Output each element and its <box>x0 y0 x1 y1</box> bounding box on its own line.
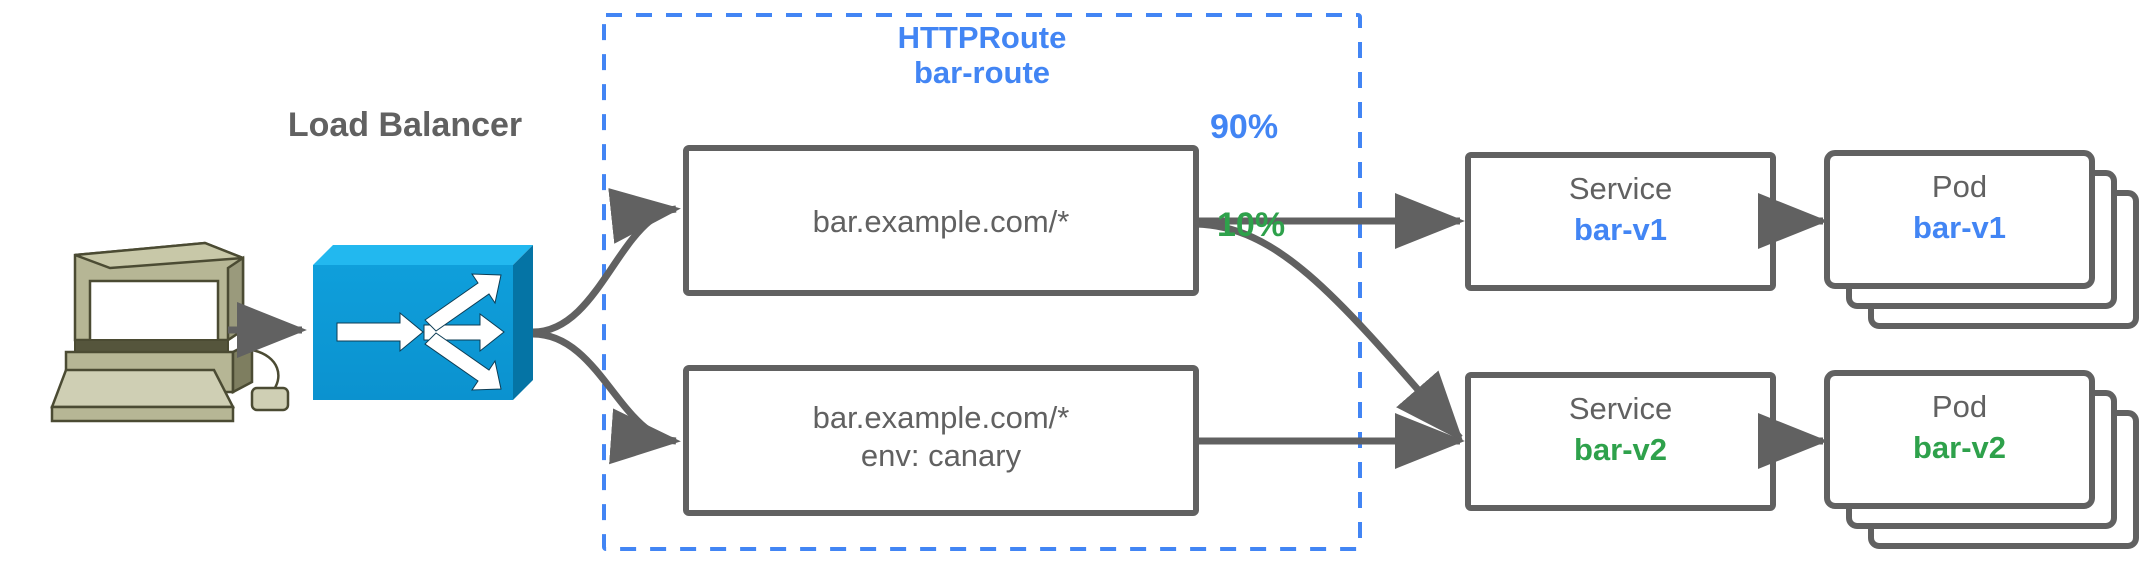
pod-stack-bar-v2 <box>1824 370 2139 549</box>
rule-canary-header-label: env: canary <box>860 438 1022 473</box>
rule-canary-match-label: bar.example.com/* <box>812 400 1070 435</box>
httproute-kind-label: HTTPRoute <box>897 20 1067 55</box>
httproute-group-boundary <box>602 13 1362 551</box>
workstation-icon <box>50 241 290 423</box>
service-v1-name-label: bar-v1 <box>1573 212 1668 247</box>
load-balancer-label: Load Balancer <box>287 106 523 144</box>
service-v2-name-label: bar-v2 <box>1573 432 1668 467</box>
pod-v2-name-label: bar-v2 <box>1912 430 2007 465</box>
service-v1-kind-label: Service <box>1568 171 1673 206</box>
httproute-name-label: bar-route <box>913 55 1051 90</box>
lb-to-rule-canary-arrow <box>532 330 681 465</box>
pod-v2-kind-label: Pod <box>1931 389 1988 424</box>
weight-90-label: 90% <box>1210 108 1279 146</box>
pod-v1-kind-label: Pod <box>1931 169 1988 204</box>
weight-10-path <box>1195 220 1464 442</box>
pod-v1-name-label: bar-v1 <box>1912 210 2007 245</box>
load-balancer-switch-icon <box>313 245 533 400</box>
lb-to-rule-primary-arrow <box>532 188 681 336</box>
service-v2-kind-label: Service <box>1568 391 1673 426</box>
pod-stack-bar-v1 <box>1824 150 2139 329</box>
weight-10-label: 10% <box>1217 206 1286 244</box>
rule-primary-match-label: bar.example.com/* <box>812 204 1070 239</box>
